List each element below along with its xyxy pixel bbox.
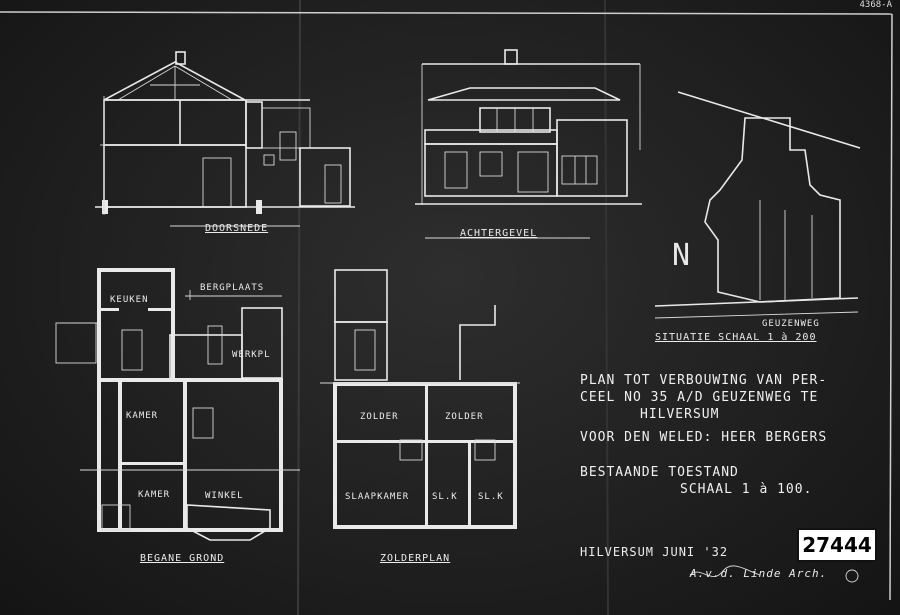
label-geuzenweg: GEUZENWEG [762,319,820,329]
signature-flourish [689,565,761,577]
title-block: PLAN TOT VERBOUWING VAN PER- CEEL NO 35 … [580,372,827,498]
situatie-drawing: N [654,91,861,319]
room-winkel: WINKEL [205,491,244,501]
fold-line [604,0,609,615]
title-line-2: CEEL NO 35 A/D GEUZENWEG TE [580,390,819,405]
room-zolder-1: ZOLDER [360,412,399,422]
title-line-5: BESTAANDE TOESTAND [580,465,739,480]
doorsnede-drawing [95,51,355,215]
caption-begane-grond: BEGANE GROND [140,553,225,564]
room-zolder-2: ZOLDER [445,412,484,422]
title-line-6: SCHAAL 1 à 100. [680,482,813,497]
archive-stamp: 27444 [797,528,877,562]
room-werkpl: WERKPL [232,350,271,360]
fold-line [297,0,301,615]
room-slaapkamer: SLAAPKAMER [345,492,410,502]
room-kamer: KAMER [126,411,159,421]
caption-situatie: SITUATIE SCHAAL 1 à 200 [655,332,817,343]
begane-grond-drawing [55,268,300,541]
signature-mark [845,569,859,583]
place-date: HILVERSUM JUNI '32 [580,545,729,559]
title-line-4: VOOR DEN WELED: HEER BERGERS [580,430,828,445]
caption-doorsnede: DOORSNEDE [205,223,269,234]
title-line-3: HILVERSUM [640,407,720,422]
border-top [0,11,893,15]
caption-achtergevel: ACHTERGEVEL [460,228,538,239]
room-bergplaats: BERGPLAATS [200,283,265,293]
title-line-1: PLAN TOT VERBOUWING VAN PER- [580,373,828,388]
room-slk-2: SL.K [478,492,504,502]
achtergevel-drawing [415,49,642,205]
caption-zolderplan: ZOLDERPLAN [380,553,451,564]
svg-text:N: N [672,238,690,273]
zolderplan-drawing [320,269,520,529]
room-slk-1: SL.K [432,492,458,502]
room-keuken: KEUKEN [110,295,149,305]
architect-signature: A.v.d. Linde Arch. [690,567,828,580]
border-right [889,13,893,601]
corner-reference: 4368-A [859,0,892,10]
room-kamer-front: KAMER [138,490,171,500]
